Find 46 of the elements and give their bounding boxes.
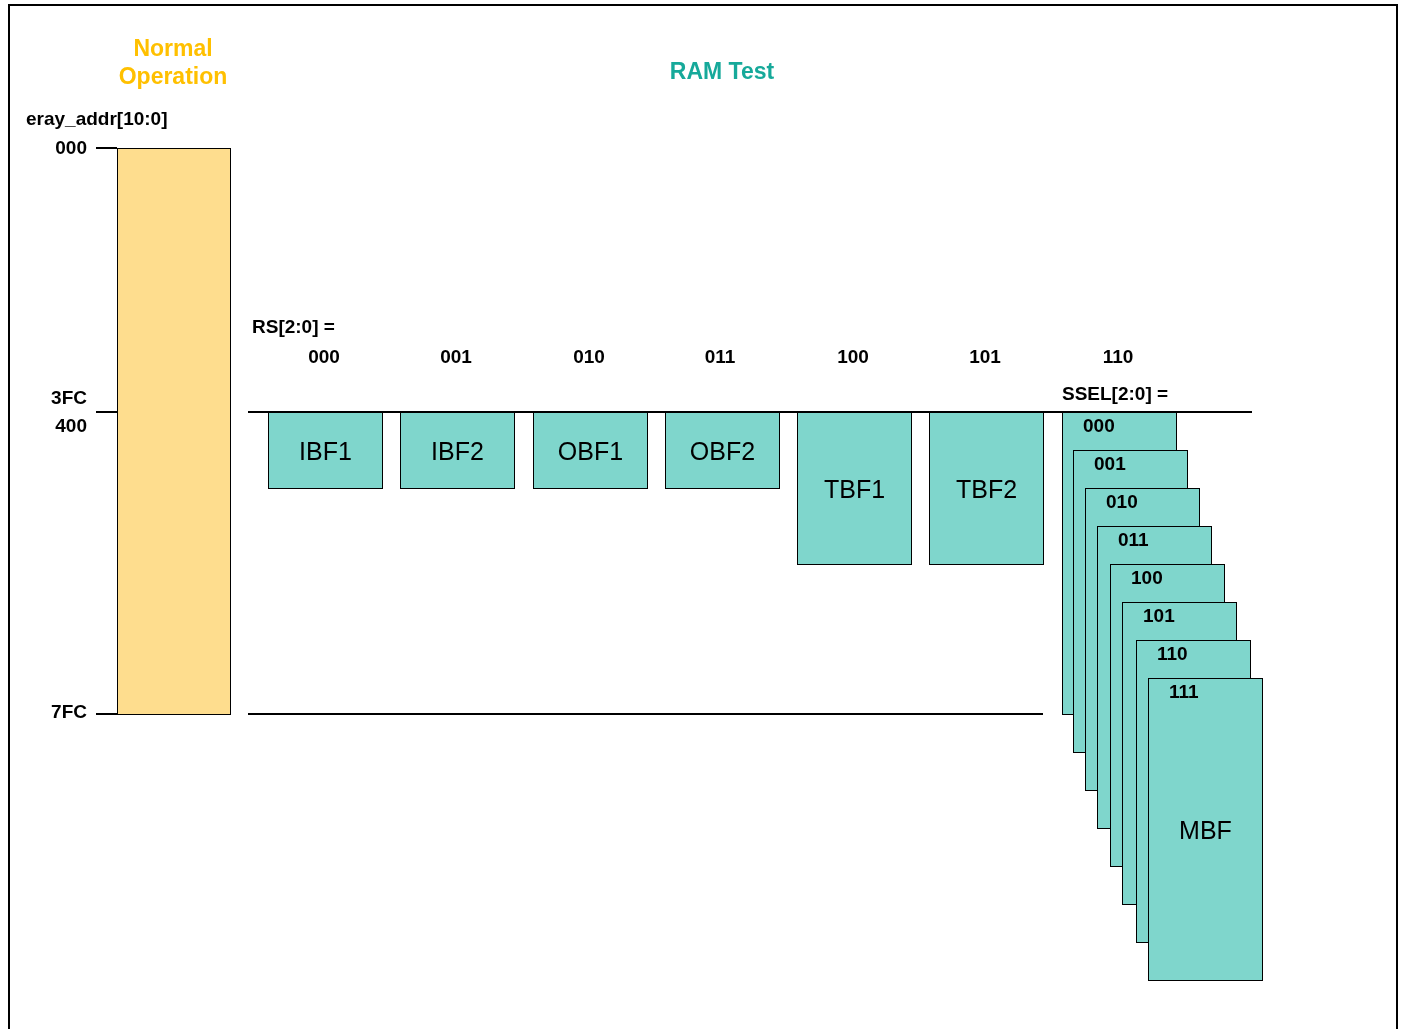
select-value: 100 [837,346,869,368]
buffer-name: TBF2 [954,474,1019,503]
buffer-name: TBF1 [822,474,887,503]
buffer-block [533,412,648,489]
select-value: 110 [1102,346,1134,368]
select-code: 001 [1094,453,1126,475]
select-value: 010 [573,346,605,368]
signal-name: eray_addr[10:0] [26,108,168,130]
buffer-name: MBF [1178,815,1233,844]
buffer-name: OBF2 [688,436,757,465]
signal-name: RS[2:0] = [252,316,335,338]
select-code: 110 [1157,643,1188,665]
select-code: 111 [1169,681,1199,703]
address-label: 000 [55,137,87,159]
buffer-block [929,412,1044,565]
select-value: 101 [969,346,1001,368]
buffer-block [268,412,383,489]
select-code: 101 [1143,605,1175,627]
buffer-block [665,412,780,489]
select-value: 000 [308,346,340,368]
buffer-block [1097,526,1212,564]
buffer-name: OBF1 [556,436,625,465]
select-value: 011 [704,346,736,368]
select-code: 011 [1118,529,1149,551]
buffer-block [1085,488,1200,526]
buffer-block [400,412,515,489]
buffer-block [1110,564,1225,602]
signal-name: SSEL[2:0] = [1062,383,1169,405]
address-label: 3FC [51,387,87,409]
address-label: 400 [55,415,87,437]
buffer-block [797,412,912,565]
select-code: 100 [1131,567,1163,589]
buffer-name: IBF2 [430,436,485,465]
select-code: 010 [1106,491,1138,513]
buffer-name: IBF1 [298,436,353,465]
column-heading: Normal Operation [117,34,229,90]
buffer-block [1122,602,1237,640]
select-value: 001 [440,346,472,368]
buffer-block [1148,678,1263,981]
memory-column [117,148,231,715]
buffer-block [1136,640,1251,678]
buffer-block [1062,412,1177,450]
column-heading: RAM Test [669,60,775,82]
address-label: 7FC [51,701,87,723]
select-code: 000 [1083,415,1115,437]
buffer-block [1073,450,1188,488]
